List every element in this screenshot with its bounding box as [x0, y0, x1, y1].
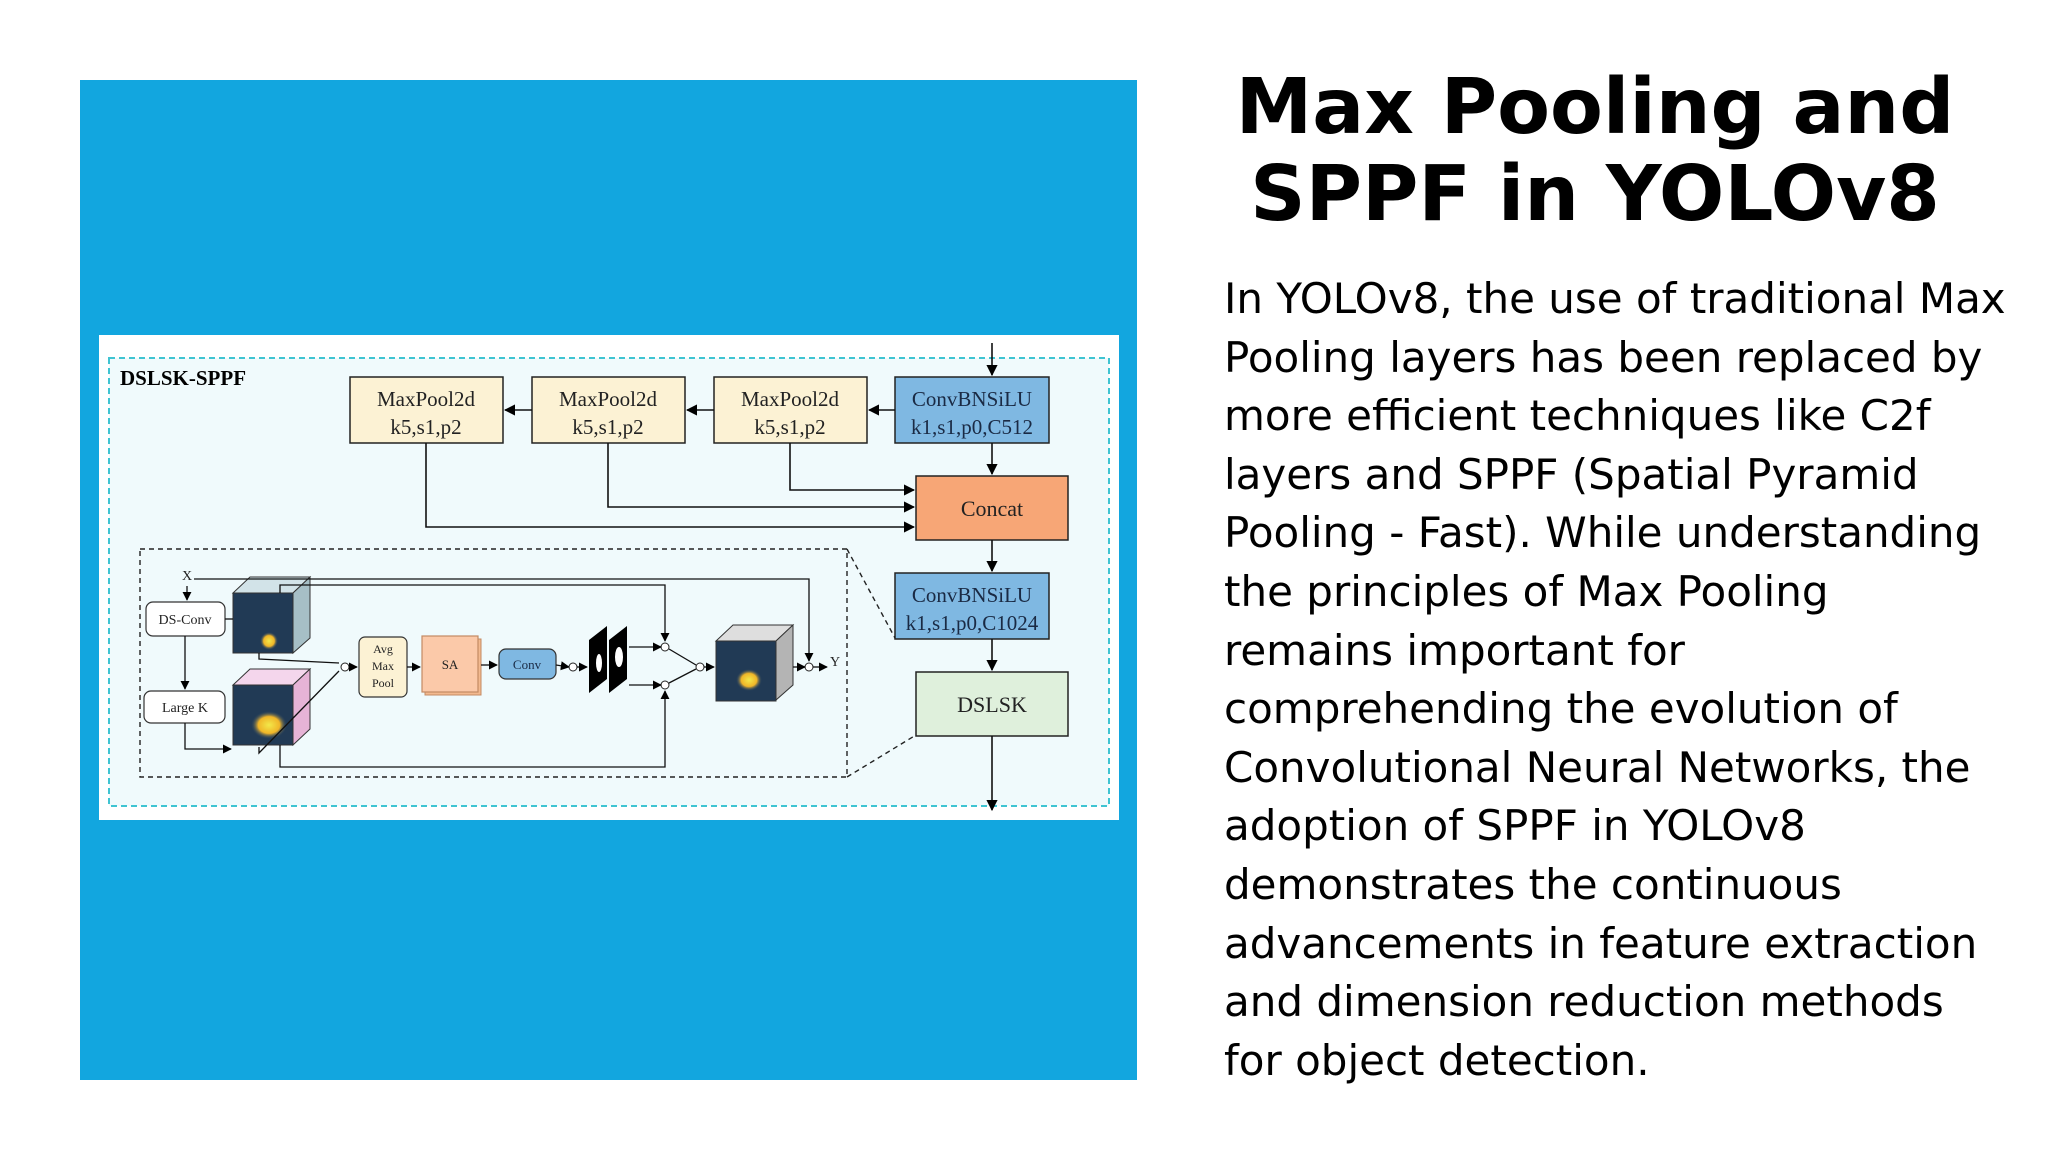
- output-y-label: Y: [830, 655, 840, 670]
- body-line: for object detection.: [1224, 1035, 1650, 1085]
- svg-text:k1,s1,p0,C512: k1,s1,p0,C512: [911, 415, 1033, 439]
- svg-text:k5,s1,p2: k5,s1,p2: [754, 415, 825, 439]
- large-k-box: Large K: [143, 690, 226, 724]
- zoom-lines: [846, 548, 917, 778]
- svg-text:Pool: Pool: [372, 676, 395, 690]
- svg-text:Large K: Large K: [162, 701, 208, 716]
- maxpool-box-2: MaxPool2d k5,s1,p2: [531, 376, 686, 444]
- body-line: and dimension reduction methods: [1224, 977, 1944, 1027]
- body-line: demonstrates the continuous: [1224, 859, 1842, 909]
- svg-text:k5,s1,p2: k5,s1,p2: [390, 415, 461, 439]
- body-line: more efficient techniques like C2f: [1224, 391, 1931, 441]
- conv-bn-silu-box-top: ConvBNSiLU k1,s1,p0,C512: [894, 376, 1050, 444]
- dslsk-box: DSLSK: [915, 671, 1069, 737]
- body-line: advancements in feature extraction: [1224, 918, 1978, 968]
- svg-text:MaxPool2d: MaxPool2d: [741, 387, 840, 411]
- body-line: Pooling - Fast). While understanding: [1224, 508, 1982, 558]
- svg-text:k1,s1,p0,C1024: k1,s1,p0,C1024: [906, 611, 1039, 635]
- body-line: the principles of Max Pooling: [1224, 566, 1829, 616]
- body-line: layers and SPPF (Spatial Pyramid: [1224, 449, 1919, 499]
- dslsk-sppf-diagram: DSLSK-SPPF MaxPool2d k5,s1,p2 MaxPool2d …: [108, 343, 1110, 812]
- conv-bn-silu-box-bottom: ConvBNSiLU k1,s1,p0,C1024: [894, 572, 1050, 640]
- inset-flow-lines: [180, 578, 828, 768]
- svg-text:ConvBNSiLU: ConvBNSiLU: [912, 387, 1032, 411]
- svg-text:MaxPool2d: MaxPool2d: [377, 387, 476, 411]
- slide-title: Max Pooling and SPPF in YOLOv8: [1180, 64, 2010, 238]
- body-line: comprehending the evolution of: [1224, 684, 1898, 734]
- svg-text:Concat: Concat: [961, 496, 1023, 521]
- svg-text:Conv: Conv: [513, 657, 542, 672]
- body-line: Convolutional Neural Networks, the: [1224, 742, 1971, 792]
- operator-nodes: [340, 642, 814, 690]
- inset-region: [139, 548, 848, 778]
- svg-text:k5,s1,p2: k5,s1,p2: [572, 415, 643, 439]
- slide-title-line: Max Pooling and: [1235, 63, 1955, 152]
- svg-text:DSLSK: DSLSK: [957, 692, 1027, 717]
- feature-cube-top: [231, 575, 312, 655]
- maxpool-box-3: MaxPool2d k5,s1,p2: [713, 376, 868, 444]
- svg-text:Max: Max: [372, 659, 394, 673]
- input-x-label: X: [182, 569, 192, 584]
- maxpool-box-1: MaxPool2d k5,s1,p2: [349, 376, 504, 444]
- avg-max-pool-box: Avg Max Pool: [358, 636, 408, 698]
- body-line: In YOLOv8, the use of traditional Max: [1224, 274, 2006, 323]
- svg-text:DS-Conv: DS-Conv: [159, 613, 212, 628]
- svg-text:MaxPool2d: MaxPool2d: [559, 387, 658, 411]
- main-flow-arrows: [425, 343, 998, 812]
- ds-conv-box: DS-Conv: [145, 601, 226, 637]
- architecture-figure: DSLSK-SPPF MaxPool2d k5,s1,p2 MaxPool2d …: [99, 335, 1119, 820]
- body-line: adoption of SPPF in YOLOv8: [1224, 801, 1806, 851]
- svg-text:ConvBNSiLU: ConvBNSiLU: [912, 583, 1032, 607]
- body-line: remains important for: [1224, 625, 1685, 675]
- svg-text:SA: SA: [442, 657, 459, 672]
- diagram-title: DSLSK-SPPF: [120, 366, 246, 390]
- slide-title-line: SPPF in YOLOv8: [1250, 150, 1940, 239]
- svg-text:Avg: Avg: [373, 642, 393, 656]
- attention-maps: [589, 626, 627, 693]
- feature-cube-output: [714, 623, 795, 702]
- concat-box: Concat: [915, 475, 1069, 541]
- inset-conv-box: Conv: [498, 648, 557, 680]
- feature-cube-bottom: [231, 667, 312, 747]
- body-line: Pooling layers has been replaced by: [1224, 332, 1983, 382]
- sa-box: SA: [421, 635, 482, 696]
- slide-body-text: In YOLOv8, the use of traditional Max Po…: [1224, 270, 2044, 1090]
